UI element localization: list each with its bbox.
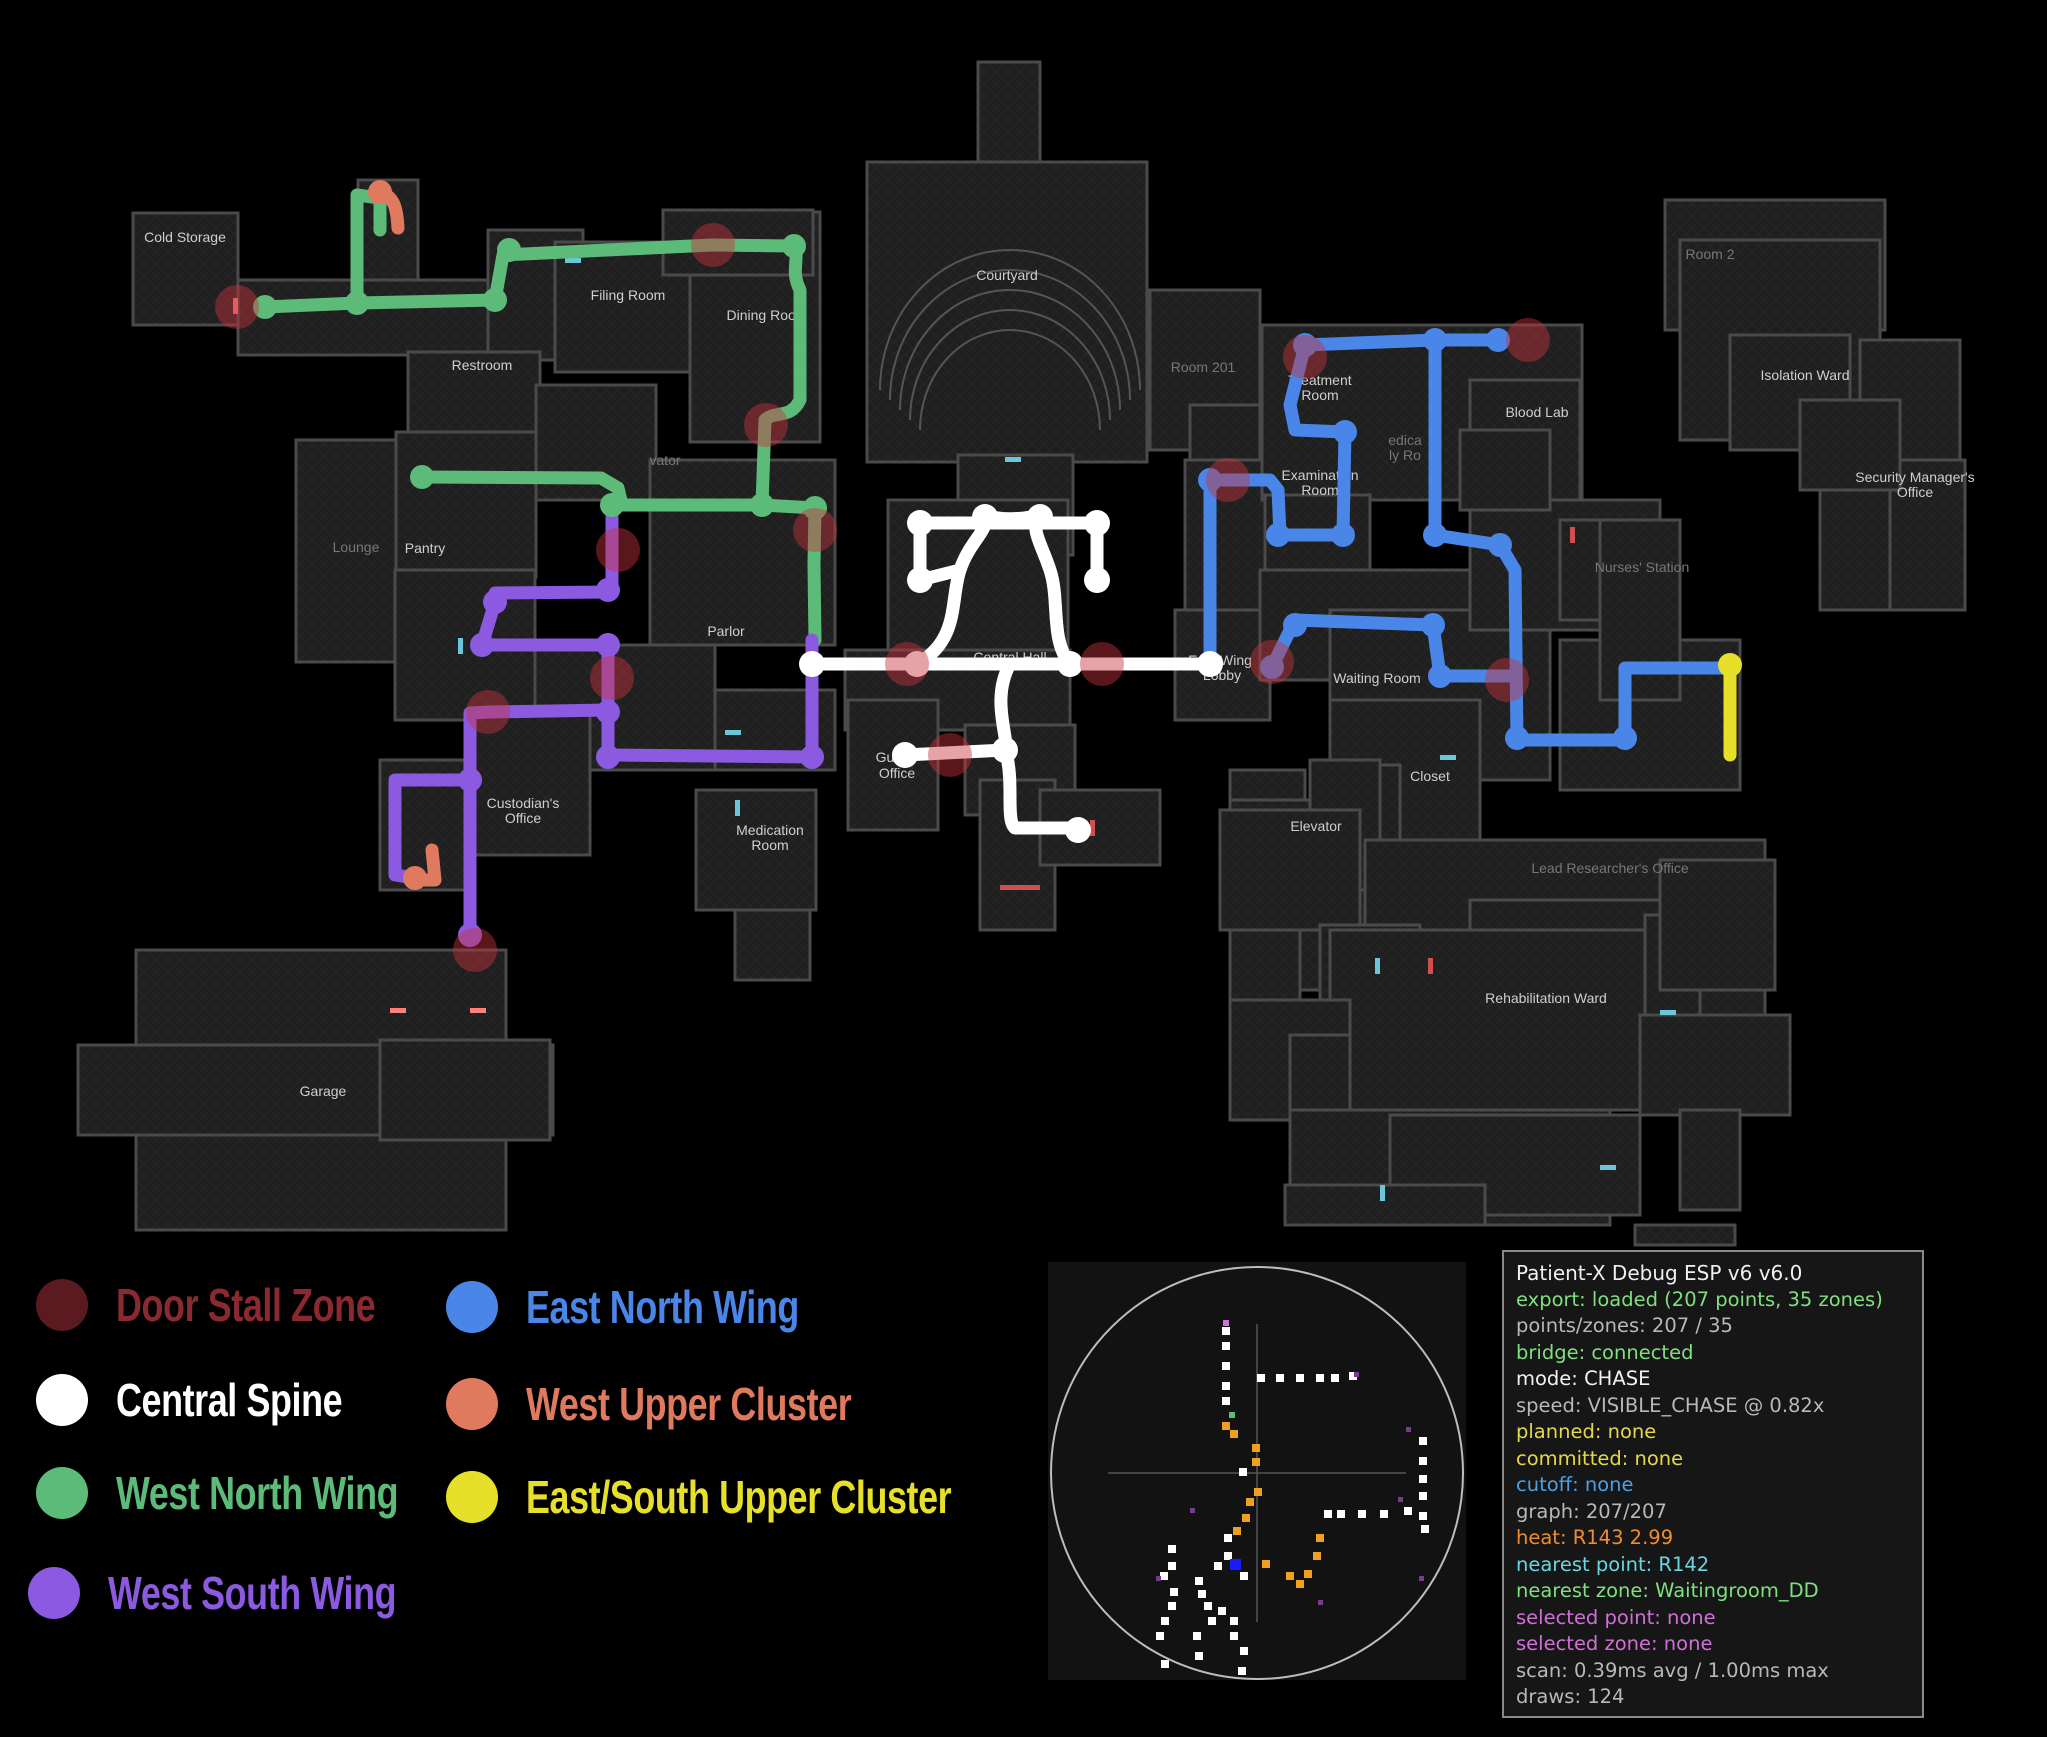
room-label-medication-room-2: Room	[751, 837, 788, 853]
room-label-parlor: Parlor	[707, 623, 745, 639]
legend-door-stall-zone-label: Door Stall Zone	[116, 1279, 376, 1331]
room-label-guard-office-2: Office	[879, 765, 916, 781]
room-label-garage: Garage	[300, 1083, 347, 1099]
legend-west-south-wing-label: West South Wing	[108, 1567, 397, 1619]
room-label-medical-fragment-2: ly Ro	[1389, 447, 1421, 463]
room-label-dining-room: Dining Room	[727, 307, 808, 323]
room-label-rehab-ward: Rehabilitation Ward	[1485, 990, 1607, 1006]
debug-export: export: loaded (207 points, 35 zones)	[1516, 1287, 1883, 1311]
debug-title: Patient-X Debug ESP v6 v6.0	[1516, 1261, 1803, 1285]
radar-ring	[1050, 1266, 1464, 1680]
debug-graph: graph: 207/207	[1516, 1499, 1667, 1523]
legend-central-spine: Central Spine	[36, 1373, 406, 1427]
debug-selected-zone: selected zone: none	[1516, 1632, 1713, 1655]
legend-west-upper-cluster: West Upper Cluster	[446, 1377, 943, 1431]
room-label-lead-researcher: Lead Researcher's Office	[1531, 860, 1688, 876]
debug-bridge: bridge: connected	[1516, 1340, 1694, 1364]
room-label-restroom: Restroom	[452, 357, 513, 373]
radar-points-orange	[1222, 1422, 1324, 1588]
room-label-blood-lab: Blood Lab	[1505, 404, 1568, 420]
room-label-medication-room: Medication	[736, 822, 804, 838]
debug-scan: scan: 0.39ms avg / 1.00ms max	[1516, 1658, 1829, 1682]
legend-east-north-wing: East North Wing	[446, 1280, 876, 1334]
courtyard-stairs	[879, 249, 1141, 431]
debug-planned: planned: none	[1516, 1420, 1657, 1443]
radar-point-green	[1229, 1412, 1235, 1418]
route-nodes	[253, 180, 1742, 947]
radar-player-marker	[1230, 1559, 1241, 1570]
debug-nearest-point: nearest point: R142	[1516, 1552, 1710, 1576]
legend-central-spine-label: Central Spine	[116, 1374, 343, 1426]
room-label-treatment-room: Treatment	[1288, 372, 1351, 388]
room-label-elevator-west: vator	[649, 452, 680, 468]
debug-speed: speed: VISIBLE_CHASE @ 0.82x	[1516, 1393, 1825, 1417]
room-label-elevator-east: Elevator	[1290, 818, 1342, 834]
door-markers	[233, 258, 1676, 1201]
debug-mode: mode: CHASE	[1516, 1367, 1651, 1390]
room-label-room-201: Room 201	[1171, 359, 1236, 375]
room-label-room-2: Room 2	[1685, 246, 1734, 262]
legend-west-upper-cluster-label: West Upper Cluster	[526, 1378, 852, 1430]
room-label-custodians-office-2: Office	[505, 810, 542, 826]
legend-west-north-wing: West North Wing	[36, 1466, 478, 1520]
radar-minimap	[1048, 1262, 1466, 1680]
room-label-courtyard: Courtyard	[976, 267, 1037, 283]
legend-east-south-upper-cluster-swatch	[446, 1471, 498, 1523]
room-label-treatment-room-2: Room	[1301, 387, 1338, 403]
room-label-isolation-ward: Isolation Ward	[1761, 367, 1850, 383]
room-label-medical-fragment: edica	[1388, 432, 1422, 448]
debug-nearest-zone: nearest zone: Waitingroom_DD	[1516, 1579, 1819, 1602]
legend-west-north-wing-label: West North Wing	[116, 1467, 399, 1519]
room-label-pantry: Pantry	[405, 540, 445, 556]
legend-east-north-wing-swatch	[446, 1281, 498, 1333]
room-label-lounge: Lounge	[333, 539, 380, 555]
room-label-closet: Closet	[1410, 768, 1450, 784]
legend-east-south-upper-cluster: East/South Upper Cluster	[446, 1470, 1071, 1524]
debug-cutoff: cutoff: none	[1516, 1473, 1634, 1496]
room-label-waiting-room: Waiting Room	[1333, 670, 1420, 686]
legend-door-stall-zone: Door Stall Zone	[36, 1278, 448, 1332]
room-label-custodians-office: Custodian's	[487, 795, 560, 811]
radar-point-pink	[1223, 1320, 1229, 1326]
debug-draws: draws: 124	[1516, 1685, 1625, 1708]
legend-east-north-wing-label: East North Wing	[526, 1281, 799, 1333]
room-label-guard-office: Gu	[876, 749, 895, 765]
debug-selected-point: selected point: none	[1516, 1605, 1716, 1629]
room-label-examination-room-2: Room	[1301, 482, 1338, 498]
legend-west-south-wing: West South Wing	[28, 1566, 477, 1620]
debug-committed: committed: none	[1516, 1446, 1684, 1470]
room-label-filing-room: Filing Room	[591, 287, 666, 303]
facility-map: Cold Storage Filing Room Dining Room Cou…	[76, 60, 1975, 1247]
room-label-security-office-2: Office	[1897, 484, 1934, 500]
room-label-security-office: Security Manager's	[1855, 469, 1974, 485]
legend-west-north-wing-swatch	[36, 1467, 88, 1519]
room-label-cold-storage: Cold Storage	[144, 229, 226, 245]
legend-west-south-wing-swatch	[28, 1567, 80, 1619]
debug-esp-panel: Patient-X Debug ESP v6 v6.0 export: load…	[1502, 1250, 1924, 1718]
room-label-nurses-station: Nurses' Station	[1595, 559, 1690, 575]
legend-west-upper-cluster-swatch	[446, 1378, 498, 1430]
radar-points-purple	[1156, 1372, 1424, 1605]
legend-central-spine-swatch	[36, 1374, 88, 1426]
legend-east-south-upper-cluster-label: East/South Upper Cluster	[526, 1471, 952, 1523]
legend-door-stall-zone-swatch	[36, 1279, 88, 1331]
debug-heat: heat: R143 2.99	[1516, 1526, 1674, 1549]
debug-points-zones: points/zones: 207 / 35	[1516, 1314, 1733, 1337]
radar-points-white	[1156, 1327, 1429, 1675]
door-stall-zones	[215, 223, 1550, 972]
room-labels: Cold Storage Filing Room Dining Room Cou…	[144, 229, 1975, 1099]
